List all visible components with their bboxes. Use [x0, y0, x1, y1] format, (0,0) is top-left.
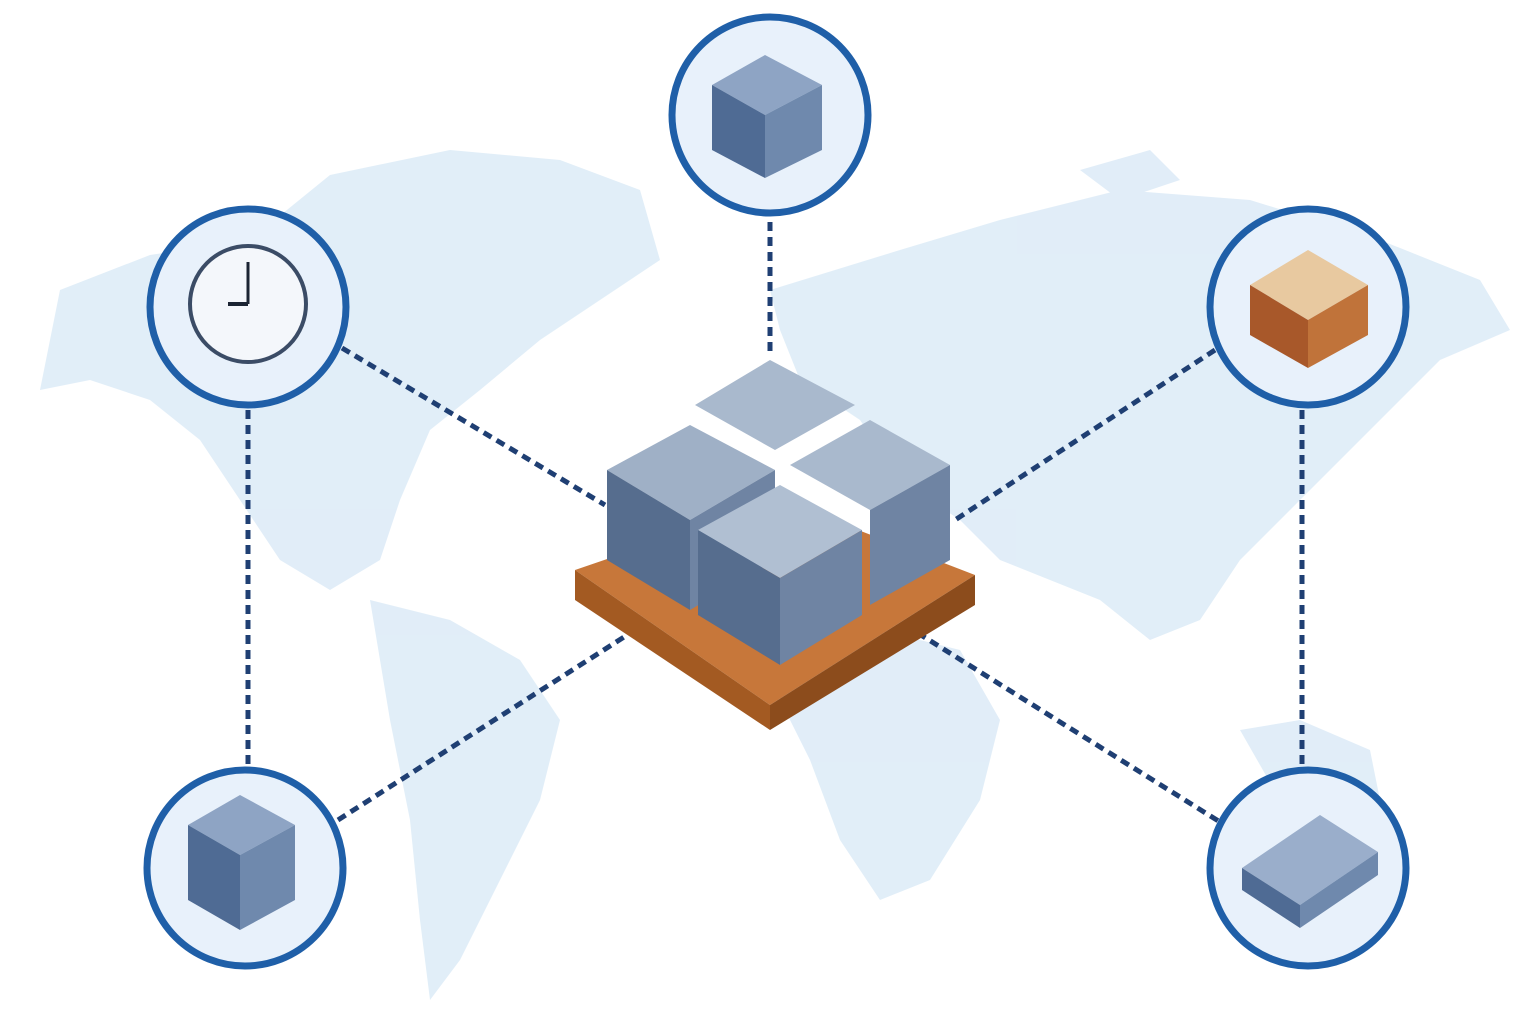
connector-left — [340, 345, 607, 508]
clock-icon — [188, 244, 308, 364]
stacked-cartons-icon — [188, 795, 295, 930]
connector-bottom-right — [903, 622, 1222, 825]
connector-right — [953, 347, 1217, 523]
node-bottom-left — [143, 766, 347, 970]
stacked-boxes-icon — [712, 55, 822, 178]
connector-bottom-left — [336, 627, 637, 823]
node-bottom-right — [1206, 766, 1410, 970]
wooden-crate-icon — [1250, 250, 1368, 368]
node-left — [146, 205, 350, 409]
connectors — [245, 222, 1305, 825]
tray-container-icon — [1242, 815, 1378, 928]
loaded-pallet-icon — [575, 360, 975, 730]
node-right — [1206, 205, 1410, 409]
node-top — [668, 13, 872, 217]
